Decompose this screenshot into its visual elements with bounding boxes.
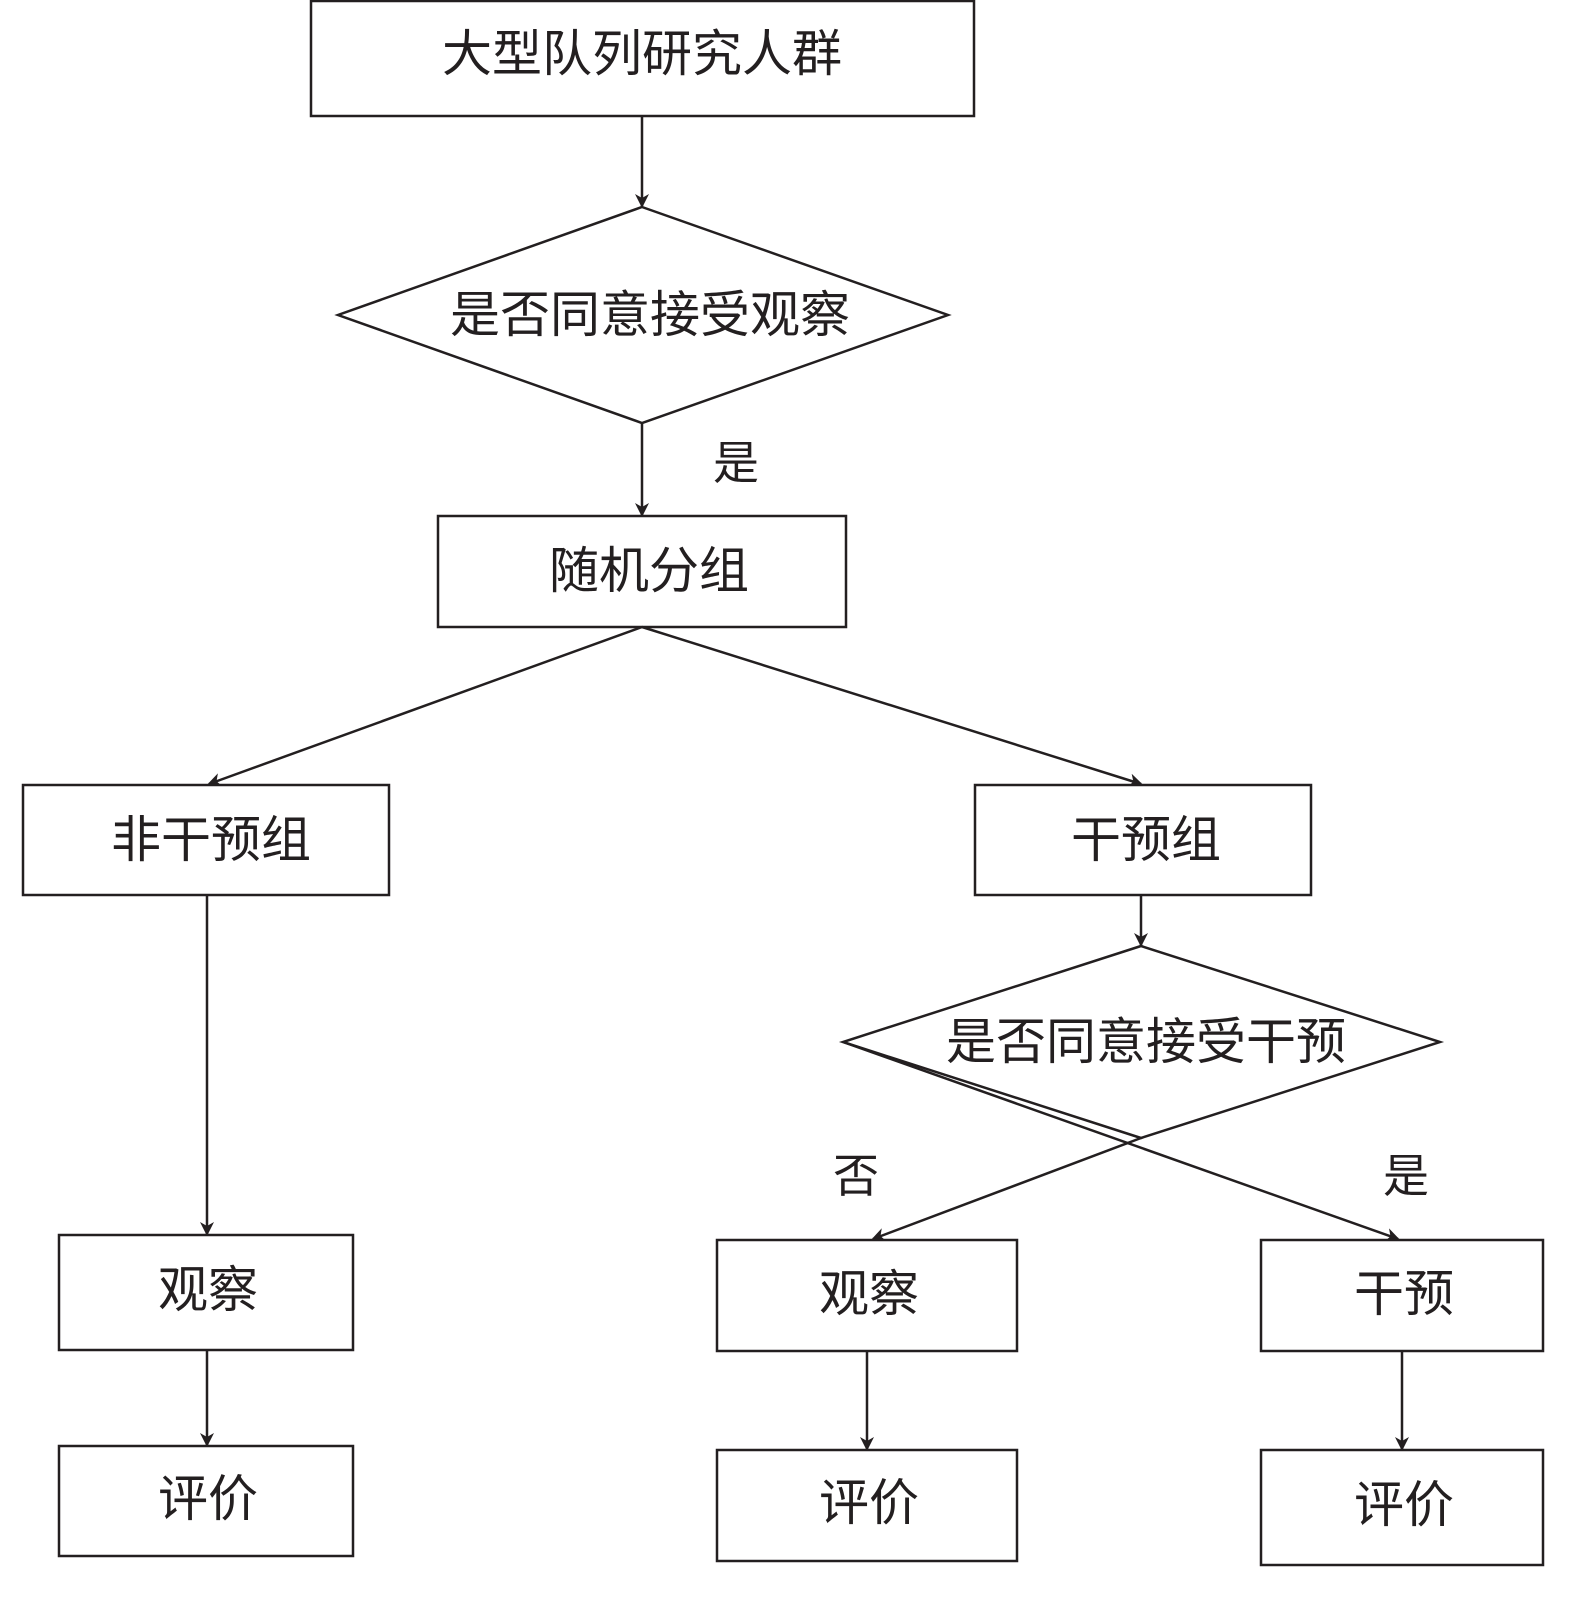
node-left-observe-label: 观察 — [158, 1261, 258, 1319]
edge-label-consent-intervene-no: 否 — [833, 1149, 879, 1203]
decision-consent-observe-label: 是否同意接受观察 — [450, 286, 850, 344]
node-mid-observe-label: 观察 — [819, 1265, 919, 1323]
node-non-intervention-group: 非干预组 — [21, 783, 391, 897]
node-right-intervene-label: 干预 — [1354, 1265, 1454, 1323]
decision-consent-intervene: 是否同意接受干预 — [838, 944, 1445, 1140]
node-cohort: 大型队列研究人群 — [309, 0, 976, 118]
node-mid-observe: 观察 — [715, 1238, 1019, 1353]
edge-label-consent-observe-yes: 是 — [713, 436, 759, 490]
node-randomize: 随机分组 — [436, 514, 848, 629]
node-non-intervention-group-label: 非干预组 — [111, 811, 311, 869]
edge-randomize-to-intervention — [641, 625, 1143, 788]
node-cohort-label: 大型队列研究人群 — [442, 25, 842, 83]
edge-label-consent-intervene-yes: 是 — [1383, 1149, 1429, 1203]
node-intervention-group-label: 干预组 — [1071, 811, 1221, 869]
node-randomize-label: 随机分组 — [549, 542, 749, 600]
node-left-observe: 观察 — [57, 1233, 355, 1352]
decision-consent-observe: 是否同意接受观察 — [334, 205, 952, 425]
decision-consent-intervene-label: 是否同意接受干预 — [946, 1013, 1346, 1071]
node-mid-evaluate-label: 评价 — [819, 1474, 919, 1532]
node-mid-evaluate: 评价 — [715, 1448, 1019, 1563]
node-right-evaluate: 评价 — [1259, 1448, 1545, 1567]
node-intervention-group: 干预组 — [973, 783, 1313, 897]
node-right-intervene: 干预 — [1259, 1238, 1545, 1353]
edge-randomize-to-non-intervention — [207, 625, 643, 787]
edge-consent-intervene-yes — [842, 1040, 1400, 1242]
node-left-evaluate: 评价 — [57, 1444, 355, 1558]
node-left-evaluate-label: 评价 — [158, 1470, 258, 1528]
node-right-evaluate-label: 评价 — [1354, 1476, 1454, 1534]
edge-consent-intervene-no — [871, 1136, 1142, 1242]
